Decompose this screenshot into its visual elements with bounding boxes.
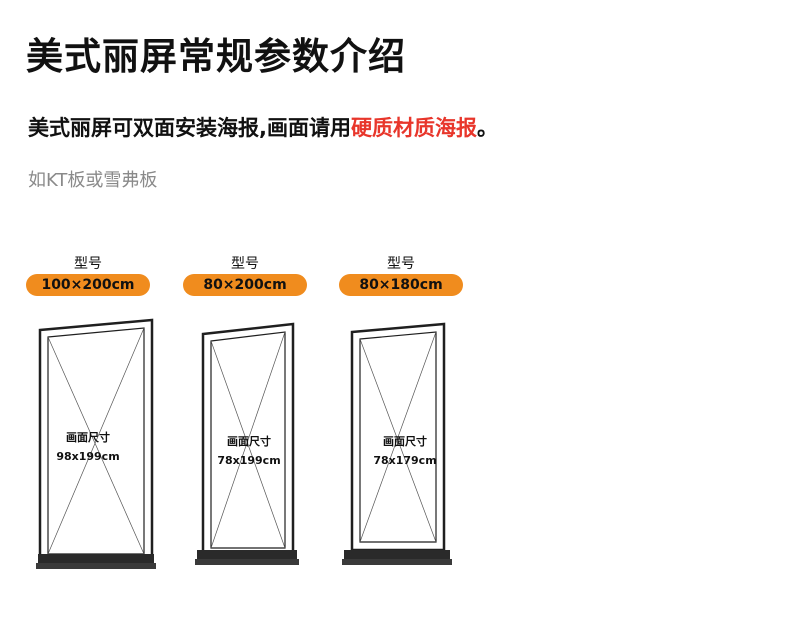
stand-illustration-1 — [36, 318, 160, 576]
display-area-info-2: 画面尺寸 78x199cm — [206, 432, 292, 470]
model-label: 型号 — [231, 256, 259, 272]
display-area-info-3: 画面尺寸 78x179cm — [362, 432, 448, 470]
display-area-label: 画面尺寸 — [383, 435, 427, 448]
stand-illustration-3 — [342, 320, 454, 572]
stand-illustration-2 — [193, 320, 301, 572]
model-label: 型号 — [74, 256, 102, 272]
stand-frame-icon — [195, 322, 299, 565]
model-card-2: 型号 80×200cm — [183, 254, 307, 296]
display-area-label: 画面尺寸 — [227, 435, 271, 448]
description-suffix: 。 — [476, 116, 498, 140]
description-highlight: 硬质材质海报 — [350, 116, 477, 140]
display-area-size: 78x199cm — [217, 454, 281, 467]
model-size-badge: 80×180cm — [339, 274, 463, 296]
display-area-size: 98x199cm — [56, 450, 120, 463]
model-size-badge: 100×200cm — [26, 274, 150, 296]
model-label: 型号 — [387, 256, 415, 272]
model-size-badge: 80×200cm — [183, 274, 307, 296]
display-area-size: 78x179cm — [373, 454, 437, 467]
stand-frame-icon — [342, 322, 452, 565]
page-title: 美式丽屏常规参数介绍 — [26, 35, 406, 78]
display-area-info-1: 画面尺寸 98x199cm — [46, 428, 130, 466]
material-note: 如KT板或雪弗板 — [28, 170, 158, 191]
display-area-label: 画面尺寸 — [66, 431, 110, 444]
stand-frame-icon — [36, 318, 156, 569]
model-card-1: 型号 100×200cm — [26, 254, 150, 296]
description: 美式丽屏可双面安装海报,画面请用硬质材质海报。 — [28, 112, 498, 142]
description-prefix: 美式丽屏可双面安装海报,画面请用 — [28, 116, 351, 140]
model-card-3: 型号 80×180cm — [339, 254, 463, 296]
